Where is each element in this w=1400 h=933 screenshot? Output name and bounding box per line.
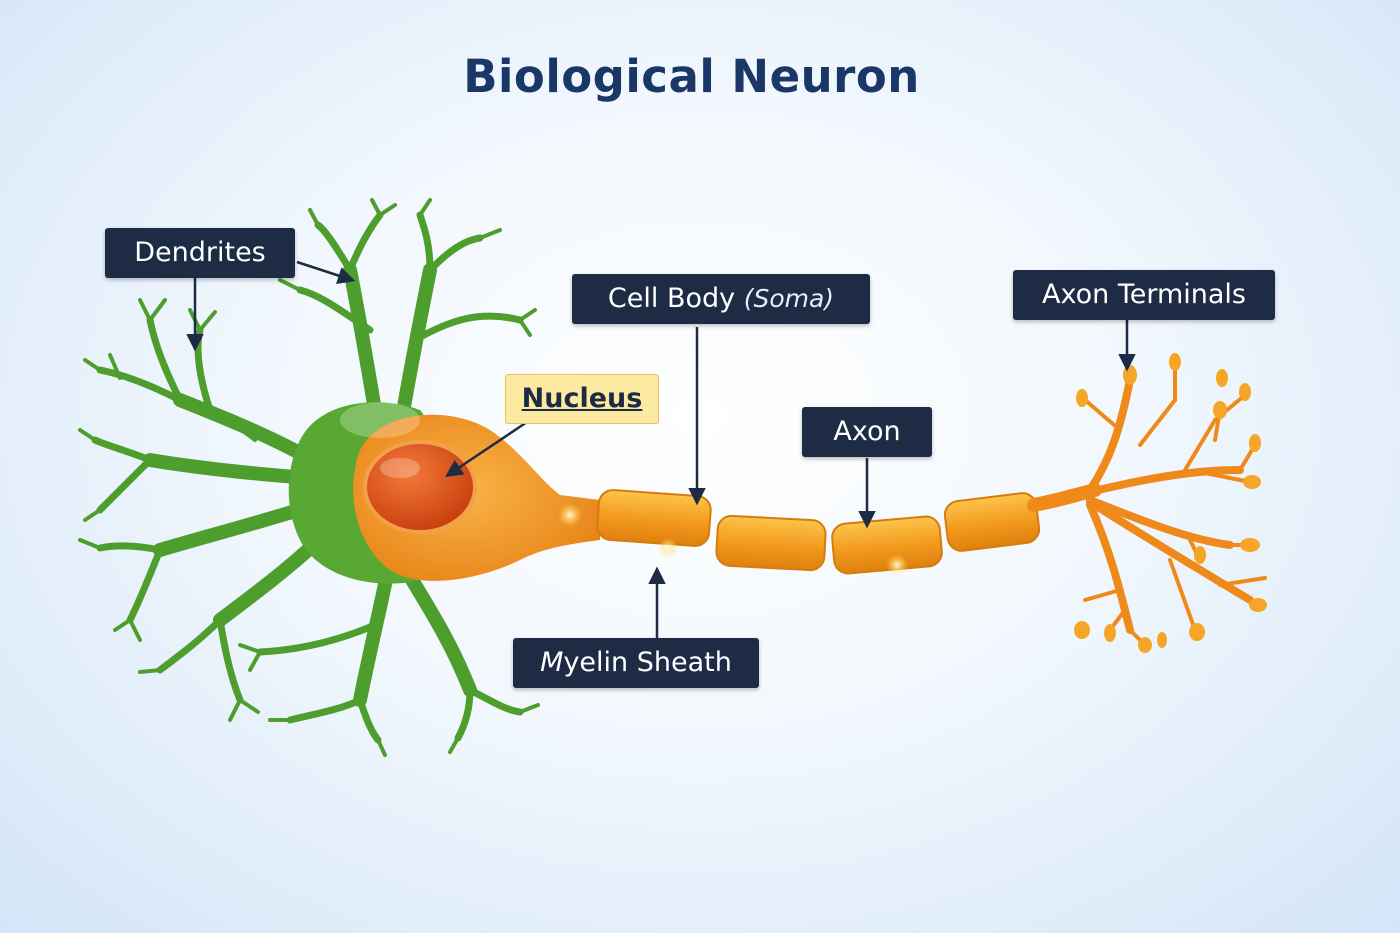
- axon-terminals: [1074, 353, 1267, 653]
- axon-terminals-label: Axon Terminals: [1013, 270, 1275, 320]
- myelin-segment: [715, 514, 827, 572]
- myelin-label-initial: M: [540, 647, 564, 678]
- axon-label: Axon: [802, 407, 932, 457]
- axon: [596, 483, 1102, 575]
- nucleus-label-text: Nucleus: [521, 383, 643, 414]
- cell-body-label-text: Cell Body: [607, 283, 736, 314]
- signal-glows: [558, 503, 908, 576]
- cell-body-label: Cell Body (Soma): [572, 274, 870, 324]
- myelin-label-text: yelin Sheath: [563, 647, 732, 678]
- arrow-icon: [445, 418, 531, 477]
- axon-label-text: Axon: [833, 416, 901, 447]
- pointer-arrows: [186, 260, 1136, 638]
- nucleus: [363, 440, 477, 534]
- myelin-sheath-label: Myelin Sheath: [513, 638, 759, 688]
- myelin-segment: [943, 492, 1041, 552]
- nucleus-label: Nucleus: [505, 374, 659, 424]
- soma-highlight: [340, 402, 420, 438]
- nucleus-shine: [380, 458, 420, 478]
- axon-to-terminals: [1027, 483, 1102, 512]
- diagram-title: Biological Neuron: [463, 50, 920, 103]
- arrow-icon: [296, 260, 356, 284]
- soma-label-text: (Soma): [743, 284, 835, 313]
- dendrites-label-text: Dendrites: [134, 237, 266, 268]
- dendrites-label: Dendrites: [105, 228, 295, 278]
- axon-terminals-label-text: Axon Terminals: [1041, 279, 1246, 310]
- myelin-segment: [596, 489, 712, 547]
